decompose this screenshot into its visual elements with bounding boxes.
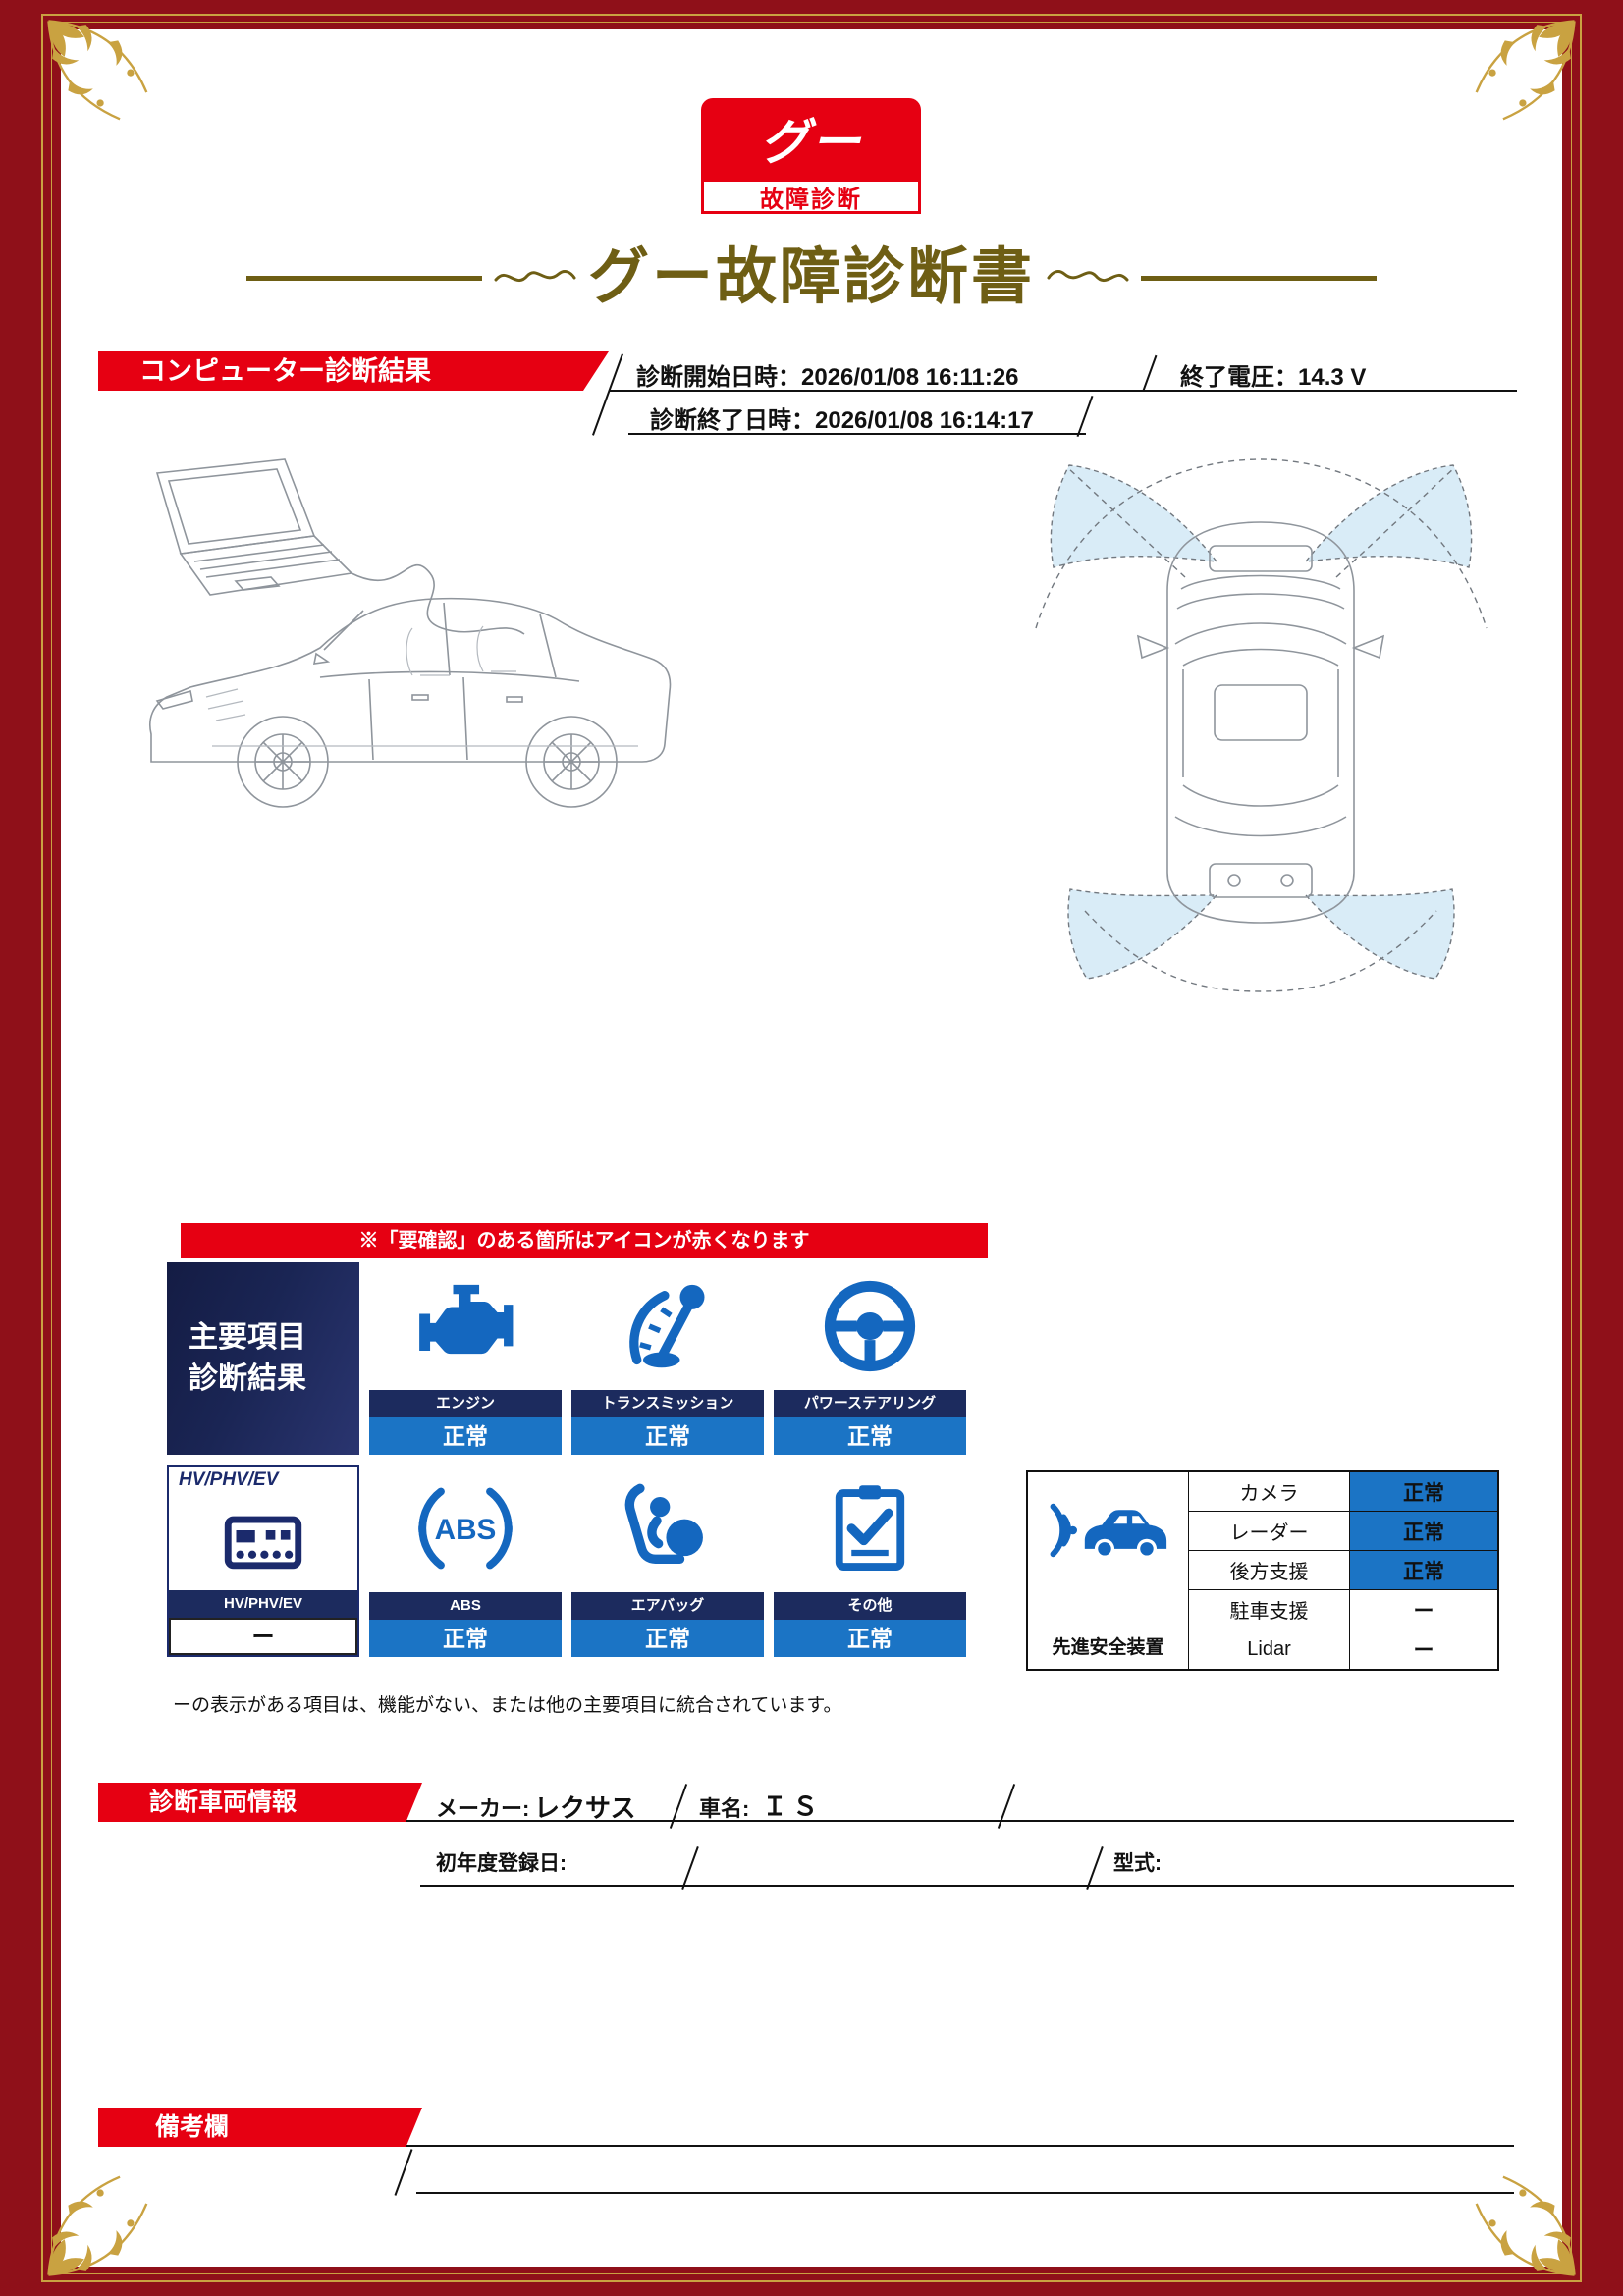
divider-slash (394, 2149, 413, 2196)
divider-slash (1086, 1846, 1104, 1890)
advanced-safety-icon-cell: 先進安全装置 (1028, 1472, 1188, 1669)
corner-ornament-icon (1475, 20, 1576, 121)
divider-slash (997, 1784, 1016, 1829)
diagnostic-status: 正常 (774, 1417, 966, 1455)
red-notice-strip: ※「要確認」のある箇所はアイコンが赤くなります (181, 1223, 988, 1258)
vehicle-row2-line (420, 1885, 1514, 1887)
section-computer-diagnosis: コンピューター診断結果 (98, 351, 609, 391)
section-vehicle-info: 診断車両情報 (98, 1783, 422, 1822)
advanced-safety-table: 先進安全装置 カメラ 正常 レーダー 正常 後方支援 正常 駐車支援 ー Lid… (1026, 1470, 1499, 1671)
gear-shifter-icon (571, 1262, 764, 1390)
car-side-diagnostic-illustration (149, 458, 672, 808)
first-registration-label: 初年度登録日: (436, 1852, 567, 1875)
diagnostic-label: エンジン (369, 1390, 562, 1417)
diagnosis-end-value: 2026/01/08 16:14:17 (815, 407, 1034, 434)
diagnostic-cell-engine: エンジン 正常 (369, 1262, 562, 1455)
diagnosis-start-label: 診断開始日時： (636, 364, 801, 391)
ev-unit-icon (169, 1492, 357, 1590)
car-top-sensor-illustration (1035, 458, 1488, 992)
diagnostic-label: エアバッグ (571, 1592, 764, 1620)
end-voltage-label: 終了電圧： (1180, 364, 1298, 391)
diagnostic-status: 正常 (369, 1417, 562, 1455)
title-flourish-icon (1047, 269, 1129, 283)
steering-wheel-icon (774, 1262, 966, 1390)
main-items-header-line1: 主要項目 (189, 1321, 306, 1354)
model-code-label: 型式: (1113, 1852, 1162, 1875)
corner-ornament-icon (47, 2175, 148, 2276)
diagnosis-end-datetime: 診断終了日時：2026/01/08 16:14:17 (650, 400, 1034, 435)
diagnostic-status: 正常 (571, 1620, 764, 1657)
maker-value: レクサス (534, 1793, 636, 1823)
car-sensor-icon (1050, 1503, 1166, 1559)
diagnosis-divider-line (609, 390, 1517, 392)
end-voltage-value: 14.3 V (1298, 364, 1367, 391)
diagnosis-end-label: 診断終了日時： (650, 407, 815, 434)
diagnostic-status: 正常 (774, 1620, 966, 1657)
goo-logo-subtitle: 故障診断 (701, 179, 921, 214)
end-voltage: 終了電圧：14.3 V (1180, 357, 1366, 392)
diagnostic-label: その他 (774, 1592, 966, 1620)
diagnostic-cell-hv-phv-ev: HV/PHV/EV HV/PHV/EV ー (167, 1465, 359, 1657)
abs-icon: ABS (369, 1465, 562, 1592)
diagnostic-cell-other: その他 正常 (774, 1465, 966, 1657)
safety-row-name: Lidar (1188, 1629, 1349, 1669)
report-title-row: グー故障診断書 (61, 247, 1562, 308)
remarks-line-1 (406, 2145, 1514, 2147)
diagnosis-underline (628, 433, 1086, 435)
diagnostic-label: パワーステアリング (774, 1390, 966, 1417)
diagnostic-cell-airbag: エアバッグ 正常 (571, 1465, 764, 1657)
safety-row-name: 駐車支援 (1188, 1590, 1349, 1629)
title-flourish-icon (494, 269, 576, 283)
diagnostic-label: HV/PHV/EV (169, 1590, 357, 1618)
diagnosis-start-value: 2026/01/08 16:11:26 (801, 364, 1019, 391)
main-items-header: 主要項目 診断結果 (167, 1262, 359, 1455)
corner-ornament-icon (47, 20, 148, 121)
safety-row-name: レーダー (1188, 1512, 1349, 1551)
diagnostic-cell-abs: ABS ABS 正常 (369, 1465, 562, 1657)
advanced-safety-label: 先進安全装置 (1052, 1637, 1164, 1658)
svg-text:ABS: ABS (435, 1514, 497, 1546)
safety-row-status: ー (1349, 1590, 1497, 1629)
corner-ornament-icon (1475, 2175, 1576, 2276)
diagnostic-label: トランスミッション (571, 1390, 764, 1417)
safety-row-status: 正常 (1349, 1551, 1497, 1590)
divider-slash (1142, 354, 1158, 392)
title-rule-left (245, 275, 482, 281)
goo-logo-mark: グー (701, 98, 921, 179)
divider-slash (1076, 395, 1094, 438)
diagnostic-cell-transmission: トランスミッション 正常 (571, 1262, 764, 1455)
safety-row-status: 正常 (1349, 1512, 1497, 1551)
safety-row-name: 後方支援 (1188, 1551, 1349, 1590)
engine-icon (369, 1262, 562, 1390)
diagnosis-start-datetime: 診断開始日時：2026/01/08 16:11:26 (636, 357, 1019, 392)
car-name-label: 車名: (699, 1796, 750, 1821)
goo-logo: グー 故障診断 (701, 98, 921, 214)
car-name-value: ＩＳ (762, 1791, 824, 1821)
title-rule-right (1141, 275, 1377, 281)
hv-cell-header: HV/PHV/EV (179, 1469, 279, 1490)
safety-row-status: ー (1349, 1629, 1497, 1669)
remarks-line-2 (416, 2192, 1514, 2194)
diagnostic-status: ー (169, 1618, 357, 1655)
gold-frame-inner (51, 22, 1572, 2274)
clipboard-check-icon (774, 1465, 966, 1592)
main-items-header-line2: 診断結果 (189, 1362, 306, 1395)
divider-slash (681, 1846, 699, 1890)
section-remarks: 備考欄 (98, 2108, 422, 2147)
diagnostic-cell-power-steering: パワーステアリング 正常 (774, 1262, 966, 1455)
grid-footnote: ーの表示がある項目は、機能がない、または他の主要項目に統合されています。 (173, 1695, 842, 1716)
vehicle-row1-line (406, 1820, 1514, 1822)
divider-slash (669, 1784, 688, 1829)
page-title: グー故障診断書 (587, 243, 1035, 311)
diagnostic-status: 正常 (571, 1417, 764, 1455)
gold-frame-outer (41, 14, 1582, 2282)
diagnostic-status: 正常 (369, 1620, 562, 1657)
airbag-icon (571, 1465, 764, 1592)
safety-row-status: 正常 (1349, 1472, 1497, 1512)
diagnostic-label: ABS (369, 1592, 562, 1620)
safety-row-name: カメラ (1188, 1472, 1349, 1512)
maker-label: メーカー: (436, 1796, 530, 1821)
report-paper: グー 故障診断 グー故障診断書 コンピューター診断結果 診断開始日時：2026/… (61, 29, 1562, 2267)
